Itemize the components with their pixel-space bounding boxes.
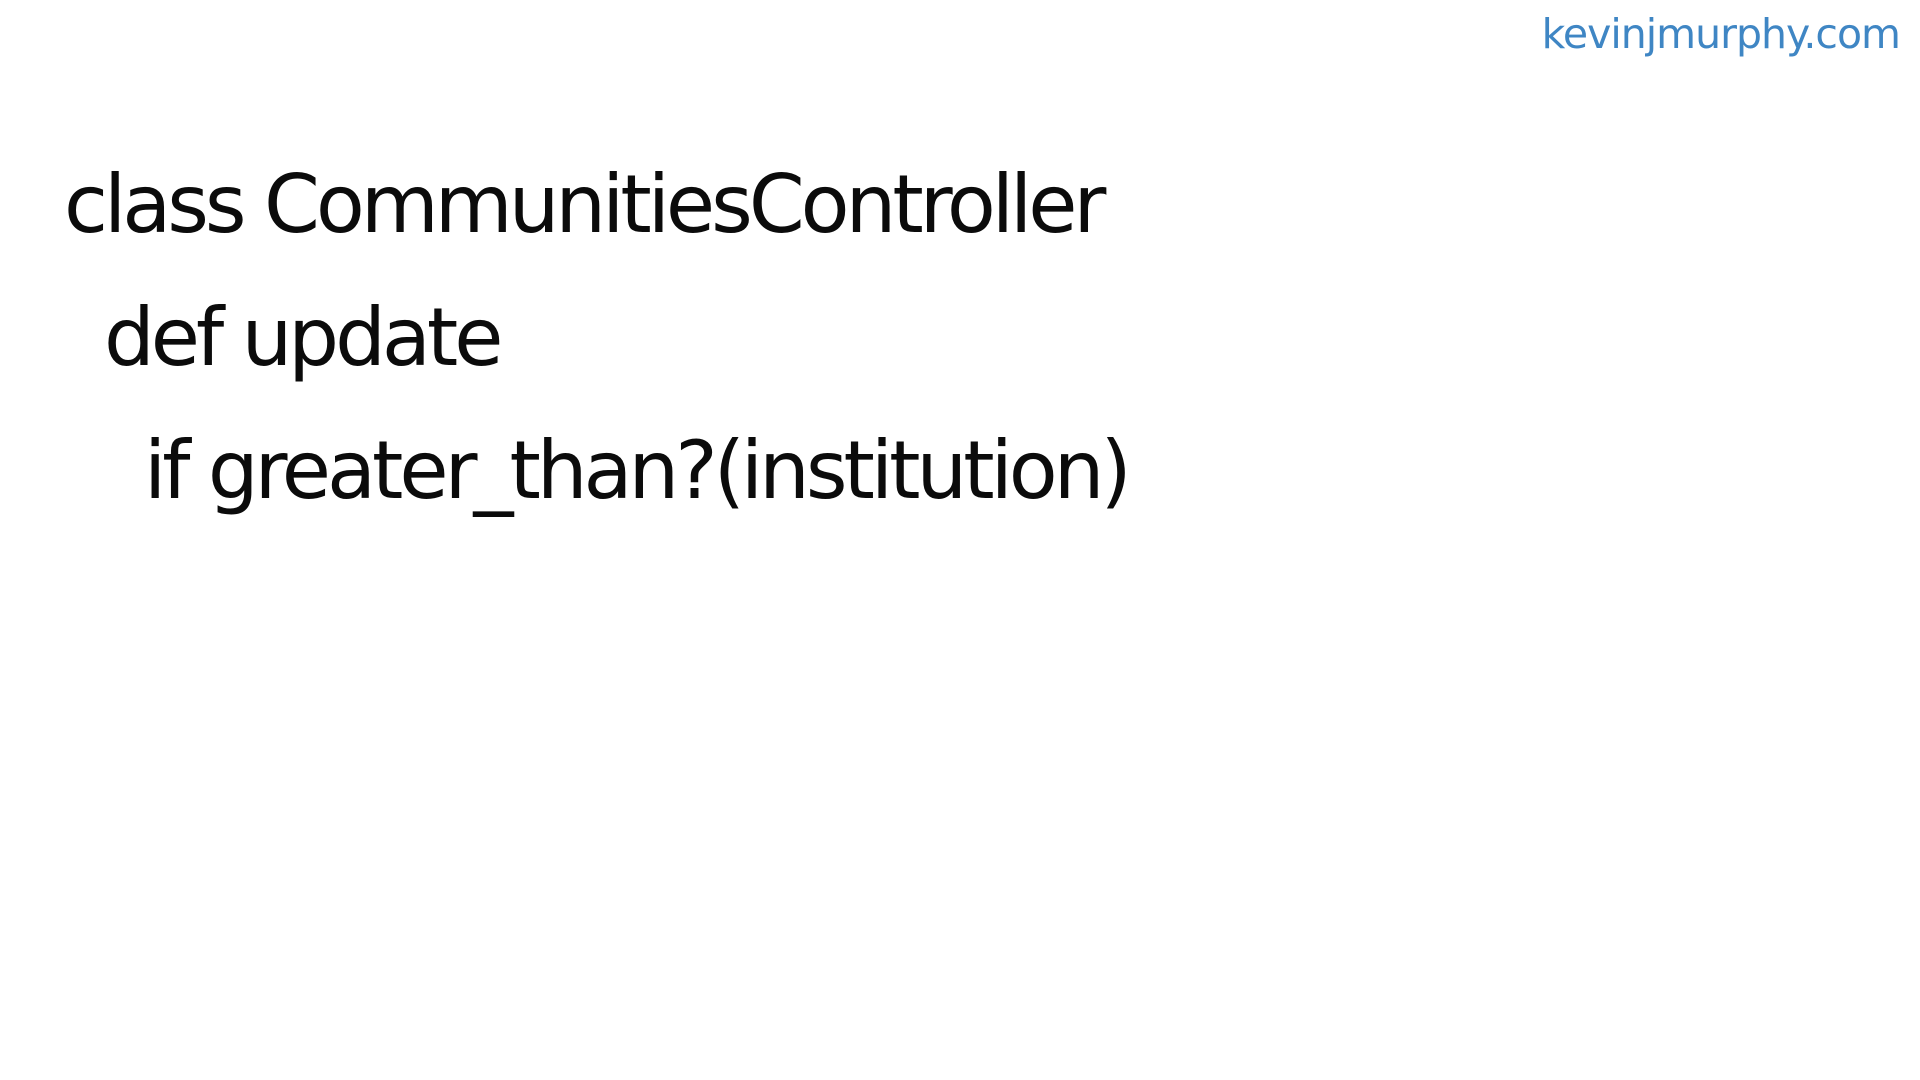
- code-line-if: if greater_than?(institution): [144, 424, 1132, 517]
- site-url: kevinjmurphy.com: [1541, 10, 1901, 58]
- code-line-def: def update: [104, 291, 503, 384]
- code-snippet: class CommunitiesController def update i…: [64, 138, 1664, 537]
- code-line-class: class CommunitiesController: [64, 158, 1106, 251]
